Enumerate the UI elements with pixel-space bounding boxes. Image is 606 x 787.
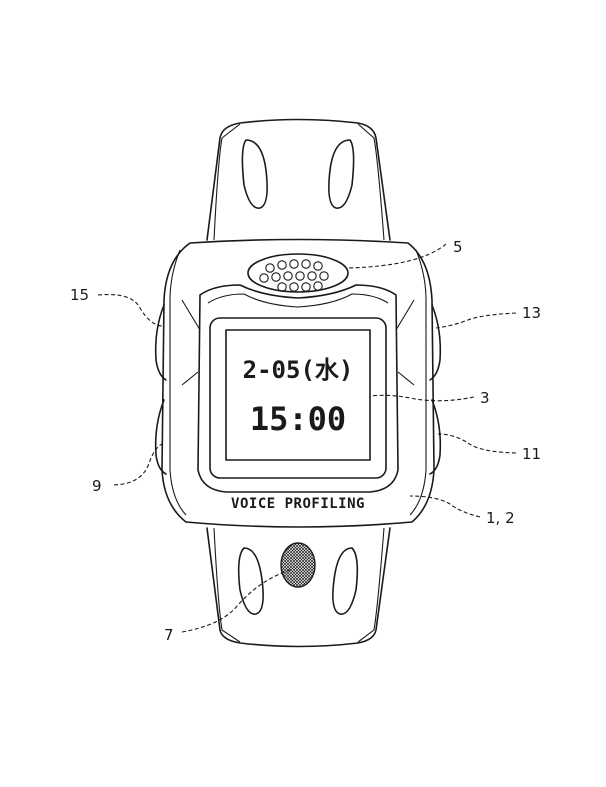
lower-strap-left-slot (237, 547, 264, 615)
display-time: 15:00 (250, 400, 346, 438)
ref-9: 9 (92, 477, 102, 495)
ref-1-2: 1, 2 (486, 509, 515, 527)
ref-13: 13 (522, 304, 541, 322)
ref-3: 3 (480, 389, 490, 407)
microphone (280, 542, 316, 588)
upper-strap (206, 118, 391, 241)
reference-numerals: 5 15 13 3 11 9 1, 2 7 (70, 238, 541, 644)
leader-5 (347, 243, 447, 269)
ref-5: 5 (453, 238, 463, 256)
ref-7: 7 (164, 626, 174, 644)
side-button-9 (154, 399, 167, 475)
display: 2-05(水) 15:00 (209, 317, 387, 479)
side-button-11 (429, 399, 442, 475)
lower-strap (206, 527, 391, 648)
leader-1-2 (409, 495, 481, 518)
bezel (181, 284, 415, 493)
speaker-grille (247, 253, 349, 293)
lower-strap-right-slot (332, 547, 359, 615)
leader-13 (435, 312, 517, 329)
leader-3 (369, 394, 475, 402)
upper-strap-right-slot (328, 139, 355, 209)
ref-15: 15 (70, 286, 89, 304)
leader-7 (181, 569, 291, 633)
ref-11: 11 (522, 445, 541, 463)
side-button-13 (429, 304, 442, 381)
side-button-15 (154, 304, 167, 381)
leader-9 (113, 443, 163, 486)
leader-lines (97, 243, 517, 633)
watch-case (154, 238, 442, 528)
upper-strap-left-slot (241, 139, 268, 209)
brand-label: VOICE PROFILING (231, 496, 365, 512)
leader-15 (97, 293, 163, 327)
display-date: 2-05(水) (243, 356, 354, 384)
leader-11 (437, 433, 517, 454)
